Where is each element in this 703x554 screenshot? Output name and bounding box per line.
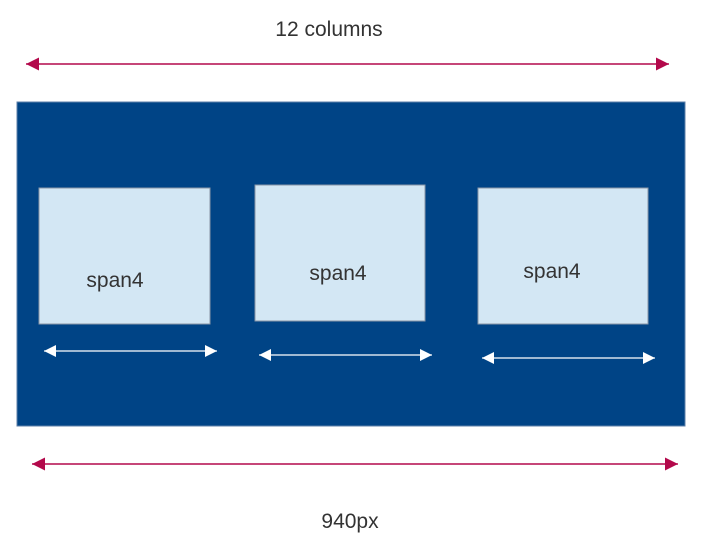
column-label: span4 <box>523 260 581 283</box>
column-box <box>477 187 649 325</box>
column-label: span4 <box>86 269 144 292</box>
column-span4-1: span4 <box>38 187 211 325</box>
column-span4-2: span4 <box>254 184 426 322</box>
column-label: span4 <box>309 262 367 285</box>
column-box <box>38 187 211 325</box>
bottom-label: 940px <box>321 510 379 533</box>
top-label: 12 columns <box>275 18 382 41</box>
column-box <box>254 184 426 322</box>
column-span4-3: span4 <box>477 187 649 325</box>
